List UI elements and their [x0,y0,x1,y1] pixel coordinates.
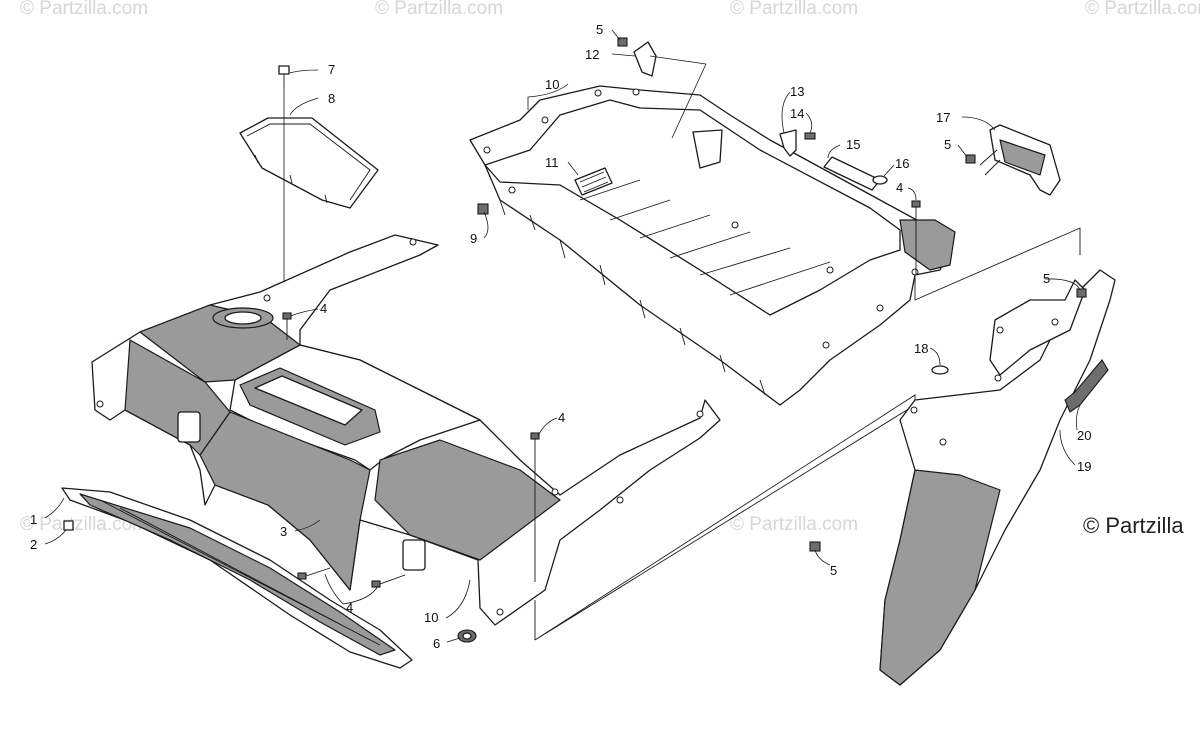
watermark-top-3: © Partzilla.com [730,0,858,19]
callout-4-cargo[interactable]: 4 [896,180,903,195]
watermark-top-4: © Partzilla.com [1085,0,1200,19]
part-18-plug[interactable] [931,365,949,375]
callout-5-lower[interactable]: 5 [830,563,837,578]
nut-5-side-panel[interactable] [1076,288,1087,298]
watermarks: © Partzilla.com © Partzilla.com © Partzi… [20,0,1200,538]
watermark-top-2: © Partzilla.com [375,0,503,19]
callout-4-lower[interactable]: 4 [346,600,353,615]
callout-17[interactable]: 17 [936,110,950,125]
part-12-bracket[interactable] [633,41,723,169]
callout-8[interactable]: 8 [328,91,335,106]
part-19-side-panel[interactable] [879,269,1116,686]
part-16-pad[interactable] [872,175,888,185]
screw-4-mid[interactable] [530,432,540,582]
screw-4-lower-right[interactable] [371,574,406,588]
screw-4-cargo[interactable] [911,200,921,275]
callout-4-upper[interactable]: 4 [320,301,327,316]
callout-12[interactable]: 12 [585,47,599,62]
callout-11[interactable]: 11 [545,155,559,170]
callout-1[interactable]: 1 [30,512,37,527]
callout-5-bracket[interactable]: 5 [596,22,603,37]
callout-6[interactable]: 6 [433,636,440,651]
callout-18[interactable]: 18 [914,341,928,356]
callout-20[interactable]: 20 [1077,428,1091,443]
part-15-edge-strip[interactable] [823,156,881,191]
callout-3[interactable]: 3 [280,524,287,539]
callout-4-mid[interactable]: 4 [558,410,565,425]
part-17-taillight[interactable] [979,124,1061,196]
part-1-rear-trim-strip[interactable] [61,487,413,669]
watermark-mid-3: © Partzilla.com [730,514,858,535]
fasteners [282,37,1087,588]
callout-13[interactable]: 13 [790,84,804,99]
callout-9[interactable]: 9 [470,231,477,246]
part-6-grommet[interactable] [457,629,477,643]
part-10-cargo-box[interactable] [469,85,956,406]
callout-15[interactable]: 15 [846,137,860,152]
callout-5-taillight[interactable]: 5 [944,137,951,152]
callout-10-upper[interactable]: 10 [545,77,559,92]
part-11-warning-label[interactable] [574,167,613,196]
part-9-nut[interactable] [477,203,489,215]
part-3-rear-body-panel[interactable] [91,234,721,626]
leader-lines [44,29,1081,643]
nut-5-bracket[interactable] [617,37,628,47]
part-13-u-clip[interactable] [779,129,797,157]
callout-14[interactable]: 14 [790,106,804,121]
callout-16[interactable]: 16 [895,156,909,171]
part-2-clip[interactable] [63,520,74,531]
watermark-top-1: © Partzilla.com [20,0,148,19]
part-8-storage-lid[interactable] [239,117,379,209]
nut-5-taillight[interactable] [965,154,976,164]
part-14-screw[interactable] [804,132,816,140]
callouts: 1 2 3 4 4 4 4 5 5 5 5 6 7 8 9 10 10 11 1… [30,22,1091,651]
watermark-mid-1: © Partzilla.com [20,514,148,535]
callout-5-side[interactable]: 5 [1043,271,1050,286]
callout-10-lower[interactable]: 10 [424,610,438,625]
callout-19[interactable]: 19 [1077,459,1091,474]
callout-7[interactable]: 7 [328,62,335,77]
callout-2[interactable]: 2 [30,537,37,552]
brand-watermark: © Partzilla [1083,513,1184,538]
part-20-reflector[interactable] [1064,359,1109,413]
screw-4-lower-left[interactable] [297,567,331,580]
nut-5-lower[interactable] [809,541,821,552]
